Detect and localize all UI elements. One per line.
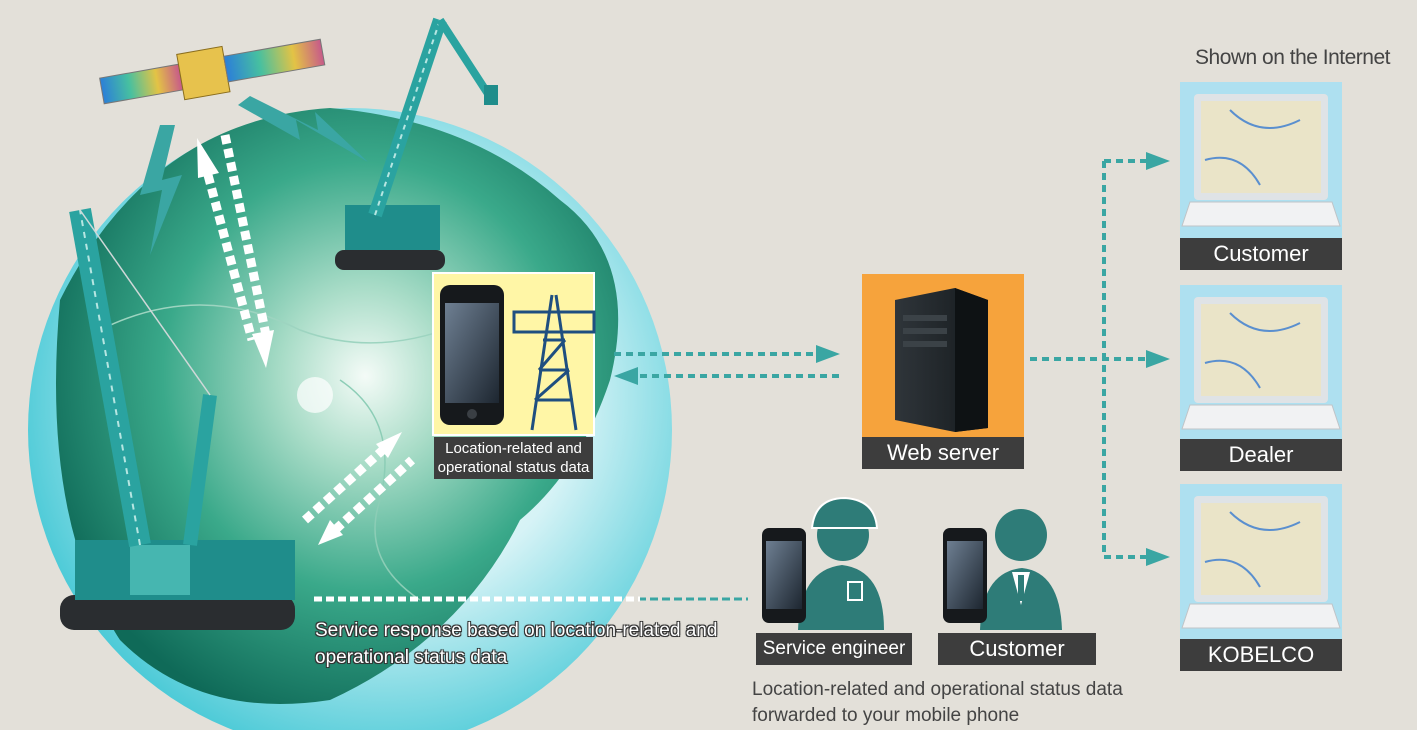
cellular-link-arrows [301,432,416,545]
service-engineer-label: Service engineer [756,633,912,665]
cell-tower-icon [512,294,596,431]
service-response-text: Service response based on location-relat… [315,620,718,668]
arrow-head [1146,152,1170,170]
server-link-arrows [614,352,840,378]
crawler-crane-icon [60,208,295,630]
distribution-lines [1030,159,1152,559]
smartphone-icon [762,528,806,623]
laptop-icon [1180,484,1342,639]
tower-data-label: Location-related and operational status … [434,437,593,479]
signal-lightning-icon [140,125,182,255]
signal-lightning-icon [238,96,368,162]
mobile-caption: Location-related and operational status … [752,679,1123,726]
arrow-head [614,367,638,385]
web-server-label: Web server [862,437,1024,469]
laptop-icon [1180,285,1342,440]
laptop-label-customer: Customer [1180,238,1342,270]
arrow-head [816,345,840,363]
smartphone-icon [440,285,504,425]
service-engineer-icon [798,496,884,630]
arrow-head [1146,350,1170,368]
mobile-customer-label: Customer [938,633,1096,665]
smartphone-icon [943,528,987,623]
globe-highlight [297,377,333,413]
laptop-label-kobelco: KOBELCO [1180,639,1342,671]
laptop-label-dealer: Dealer [1180,439,1342,471]
arrow-head [1146,548,1170,566]
border-line [99,304,471,344]
river-line [339,379,421,601]
internet-heading: Shown on the Internet [1195,46,1390,69]
satellite-icon [99,38,326,105]
laptop-icon [1180,82,1342,239]
customer-person-icon [980,509,1062,630]
satellite-link-arrows [197,134,274,368]
crawler-crane-icon [335,17,498,270]
web-server-icon [895,288,988,432]
